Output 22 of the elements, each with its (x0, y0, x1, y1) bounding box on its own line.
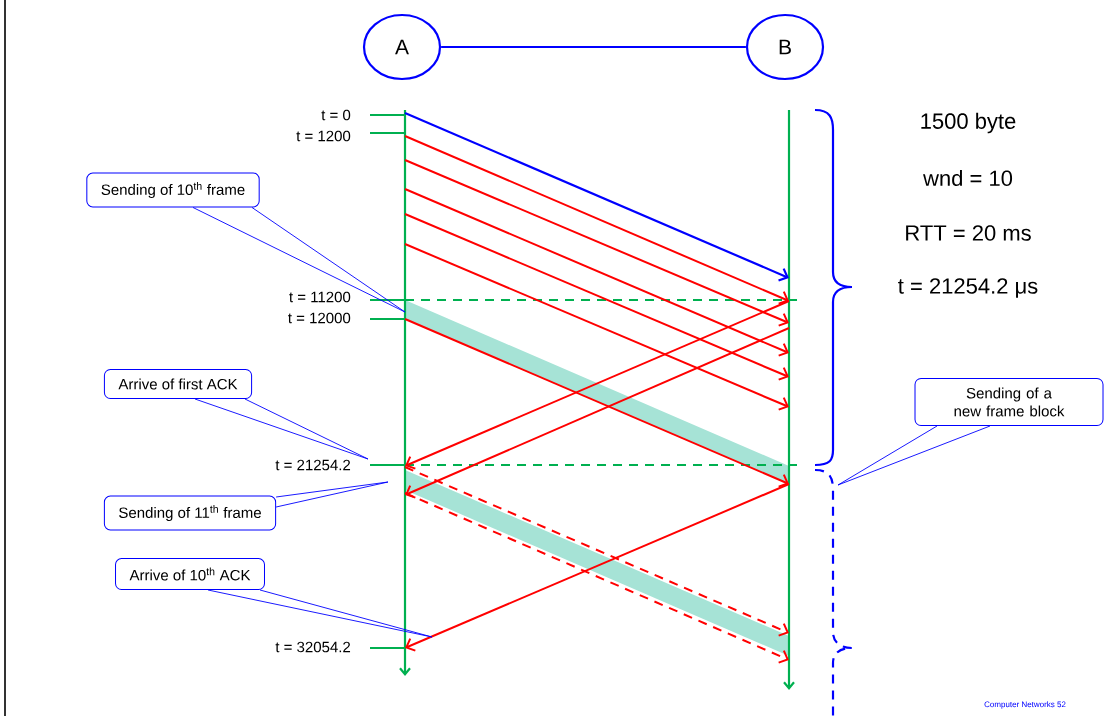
time-label: t = 11200 (289, 291, 351, 303)
leader-line (192, 207, 406, 313)
time-label: t = 21254.2 μs (898, 278, 1038, 298)
time-label: t = 32054.2 (275, 641, 351, 653)
leader-line (275, 481, 389, 508)
callout-box: Sending of 10$^{th}$ frame (86, 172, 260, 208)
page-footer: Computer Networks 52 (984, 701, 1066, 709)
time-label: t = 1200 (296, 130, 351, 142)
callout-box: Sending of a new frame block (914, 378, 1104, 426)
time-label: RTT = 20 ms (906, 225, 1031, 241)
time-label: 1500 byte (921, 112, 1016, 134)
callout-box: Sending of 11$^{th}$ frame (103, 495, 277, 531)
leader-line (207, 589, 433, 638)
leader-line (837, 425, 991, 486)
callout-box: Arrive of 10$^{th}$ ACK (115, 558, 265, 590)
time-label: wnd = 10 (923, 169, 1013, 187)
leader-line (194, 398, 369, 460)
time-label: t = 21254.2 (275, 459, 351, 471)
time-label: t = 0 (321, 109, 351, 121)
connector-line (440, 46, 747, 48)
time-label: t = 12000 (288, 312, 351, 324)
callout-box: Arrive of first ACK (103, 369, 253, 399)
